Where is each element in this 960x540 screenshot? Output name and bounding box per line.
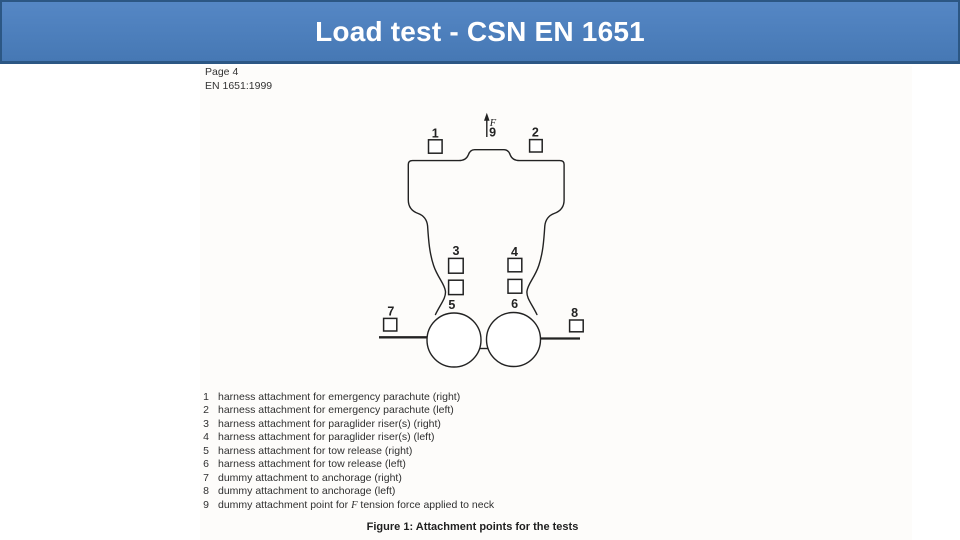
attachment-square-1 xyxy=(427,139,443,154)
point-number-5: 5 xyxy=(448,298,455,312)
legend-item-text: harness attachment for paraglider riser(… xyxy=(218,431,435,444)
force-symbol-inline: F xyxy=(351,499,358,511)
legend-item-text: harness attachment for emergency parachu… xyxy=(218,404,454,417)
legend-item-text: dummy attachment to anchorage (left) xyxy=(218,485,396,498)
legend-item-number: 9 xyxy=(203,498,209,511)
legend-item-8: 8 dummy attachment to anchorage (left) xyxy=(199,485,494,498)
attachment-square-8 xyxy=(568,319,584,333)
legend-item-text: harness attachment for tow release (left… xyxy=(218,458,406,471)
right-leg-circle xyxy=(485,311,542,368)
standard-reference: EN 1651:1999 xyxy=(205,79,273,92)
legend-item-2: 2 harness attachment for emergency parac… xyxy=(199,404,494,417)
point-number-6: 6 xyxy=(511,297,518,311)
point-number-2: 2 xyxy=(532,126,539,140)
attachment-points-figure: F 9 1 2 3 4 5 6 7 8 xyxy=(379,112,584,368)
point-number-8: 8 xyxy=(571,306,578,320)
attachment-square-7 xyxy=(382,317,398,332)
legend-item-9: 9 dummy attachment point for F tension f… xyxy=(199,499,494,512)
legend-item-number: 8 xyxy=(203,485,209,498)
legend-item-text-post: tension force applied to neck xyxy=(357,498,495,511)
legend-item-number: 3 xyxy=(203,417,209,430)
left-leg-circle xyxy=(426,312,482,368)
legend-item-number: 1 xyxy=(203,391,209,403)
legend-item-number: 5 xyxy=(203,444,209,457)
attachment-square-5 xyxy=(447,279,464,296)
force-symbol: F xyxy=(489,118,497,129)
legend-item-number: 7 xyxy=(203,471,209,484)
legend-item-text-pre: dummy attachment point for xyxy=(218,498,352,511)
document-page xyxy=(200,66,912,540)
figure-legend: 1 harness attachment for emergency parac… xyxy=(199,391,494,512)
point-number-7: 7 xyxy=(387,305,394,319)
attachment-square-2 xyxy=(528,138,543,153)
attachment-square-6 xyxy=(507,278,523,294)
legend-item-6: 6 harness attachment for tow release (le… xyxy=(199,458,494,471)
slide-title: Load test - CSN EN 1651 xyxy=(315,15,645,47)
page-number: Page 4 xyxy=(205,66,239,78)
attachment-square-4 xyxy=(507,257,523,273)
legend-item-3: 3 harness attachment for paraglider rise… xyxy=(199,418,494,431)
title-banner: Load test - CSN EN 1651 xyxy=(0,0,960,64)
legend-item-1: 1 harness attachment for emergency parac… xyxy=(199,391,494,404)
figure-caption: Figure 1: Attachment points for the test… xyxy=(366,521,579,533)
legend-item-7: 7 dummy attachment to anchorage (right) xyxy=(199,472,494,485)
force-arrow-icon xyxy=(484,112,490,137)
point-number-9: 9 xyxy=(489,126,496,140)
legend-item-number: 4 xyxy=(203,431,209,444)
legend-item-text: dummy attachment point for F tension for… xyxy=(218,499,494,512)
legend-item-5: 5 harness attachment for tow release (ri… xyxy=(199,445,494,458)
point-number-4: 4 xyxy=(511,245,518,259)
attachment-square-3 xyxy=(447,257,464,274)
legend-item-text: dummy attachment to anchorage (right) xyxy=(218,471,402,484)
legend-item-number: 2 xyxy=(203,404,209,417)
point-number-1: 1 xyxy=(432,127,439,141)
legend-item-number: 6 xyxy=(203,458,209,471)
dummy-torso-outline xyxy=(407,149,565,316)
point-number-3: 3 xyxy=(453,244,460,258)
legend-item-4: 4 harness attachment for paraglider rise… xyxy=(199,431,494,444)
legend-item-text: harness attachment for tow release (righ… xyxy=(218,444,413,457)
legend-item-text: harness attachment for emergency parachu… xyxy=(218,391,461,403)
legend-item-text: harness attachment for paraglider riser(… xyxy=(218,417,441,430)
